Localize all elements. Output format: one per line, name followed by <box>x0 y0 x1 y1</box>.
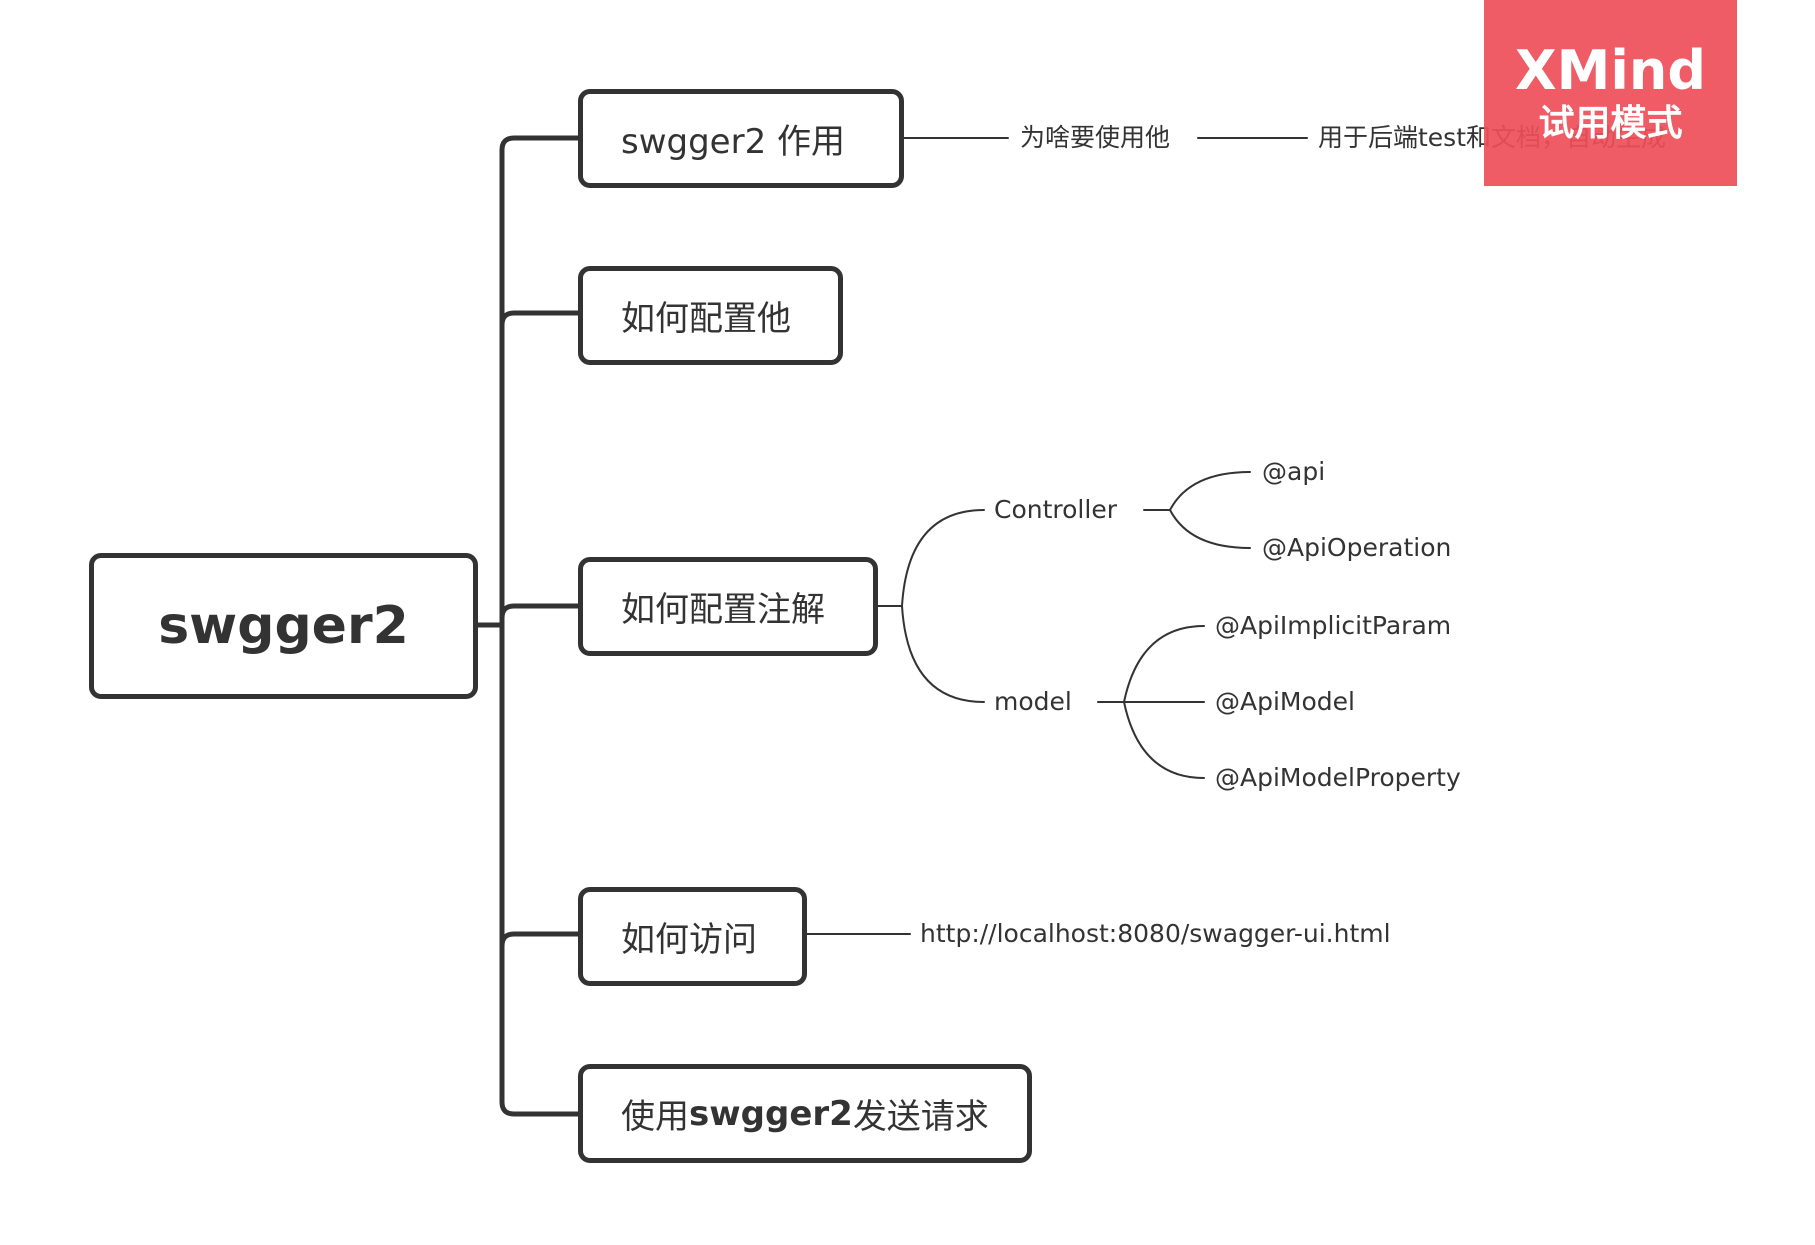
branch-topic-label: swgger2 作用 <box>621 122 846 162</box>
curve-to-model <box>901 605 985 703</box>
subtopic-api-implicit-param[interactable]: @ApiImplicitParam <box>1215 611 1452 640</box>
branch-topic-label: 如何访问 <box>621 920 757 960</box>
subtopic-api-operation[interactable]: @ApiOperation <box>1262 533 1452 562</box>
curve-to-api <box>1169 471 1251 511</box>
branch-topic-label: 如何配置注解 <box>621 590 825 630</box>
curve-to-api-operation <box>1169 509 1251 549</box>
branch-topic-label-suffix: 发送请求 <box>852 1097 989 1137</box>
curve-to-model-property <box>1123 701 1205 779</box>
branch-topic-swgger2-purpose[interactable]: swgger2 作用 <box>578 89 904 188</box>
watermark-title: XMind <box>1515 38 1706 102</box>
root-topic-label: swgger2 <box>158 596 409 656</box>
branch-topic-access[interactable]: 如何访问 <box>578 887 807 986</box>
subtopic-api[interactable]: @api <box>1262 457 1326 486</box>
subtopic-controller[interactable]: Controller <box>994 495 1117 524</box>
subtopic-url[interactable]: http://localhost:8080/swagger-ui.html <box>920 919 1391 948</box>
trunk-spine <box>499 135 583 1117</box>
watermark-subtitle: 试用模式 <box>1538 102 1683 144</box>
branch-topic-label: 如何配置他 <box>621 299 791 339</box>
subtopic-api-model-property[interactable]: @ApiModelProperty <box>1215 763 1461 792</box>
branch-topic-label-prefix: 使用 <box>621 1097 689 1137</box>
subtopic-api-model[interactable]: @ApiModel <box>1215 687 1355 716</box>
branch-topic-configure[interactable]: 如何配置他 <box>578 266 843 365</box>
subtopic-model[interactable]: model <box>994 687 1072 716</box>
curve-to-implicit-param <box>1123 625 1205 703</box>
trunk-to-branch-3 <box>499 603 583 621</box>
branch-topic-label-bold: swgger2 <box>689 1093 853 1134</box>
xmind-trial-watermark: XMind 试用模式 <box>1484 0 1737 186</box>
root-topic[interactable]: swgger2 <box>89 553 478 699</box>
subtopic-why[interactable]: 为啥要使用他 <box>1020 123 1171 152</box>
curve-to-controller <box>901 509 985 607</box>
branch-topic-configure-annotations[interactable]: 如何配置注解 <box>578 557 878 656</box>
trunk-to-branch-4 <box>499 931 583 949</box>
trunk-to-branch-2 <box>499 310 583 328</box>
